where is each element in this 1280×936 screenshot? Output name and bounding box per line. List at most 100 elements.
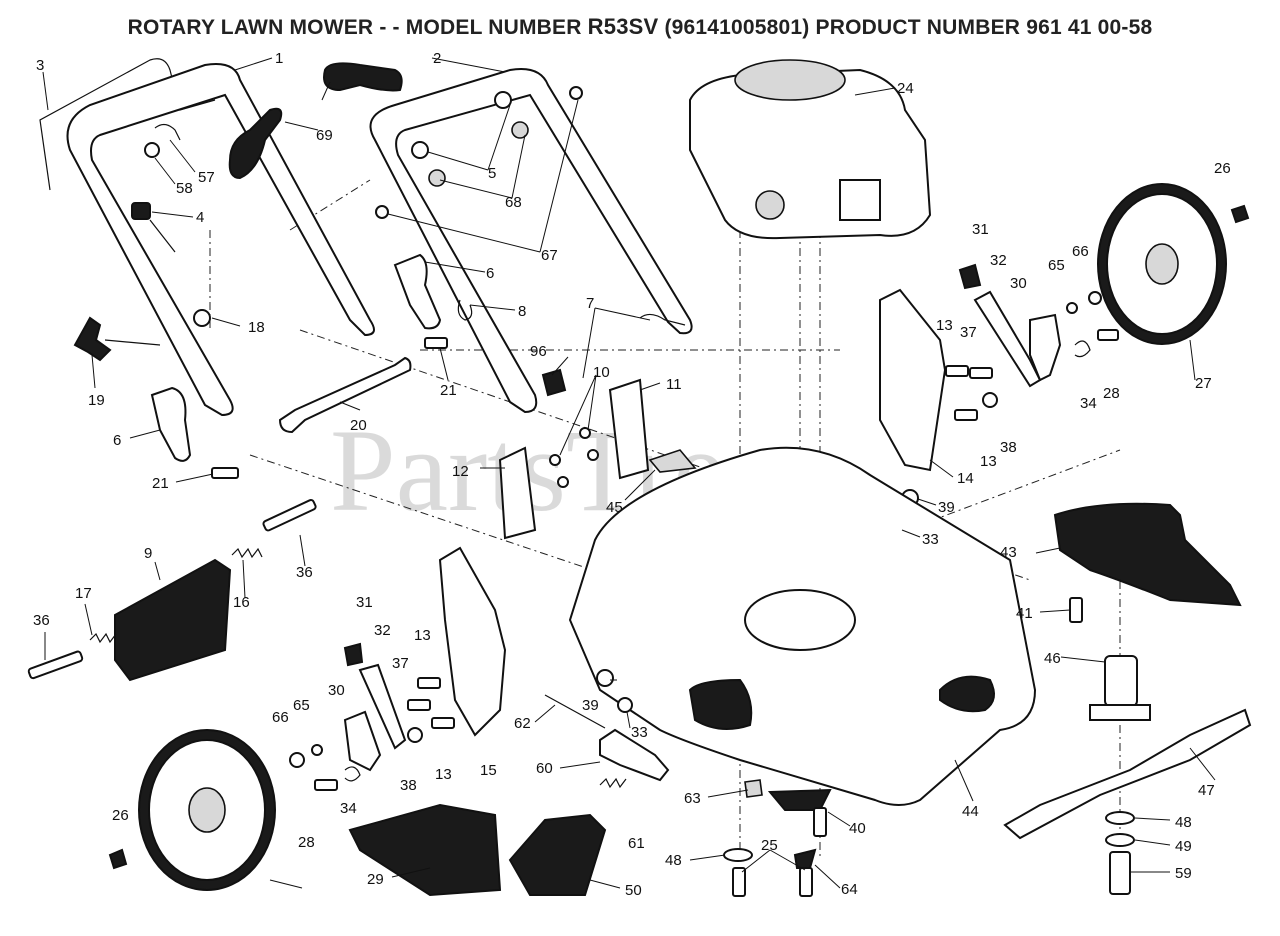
part-69-grip-upper — [323, 62, 403, 92]
part-7-pin — [639, 313, 686, 326]
callout-21-upper: 21 — [440, 382, 457, 399]
part-30-right-axle-bracket — [1029, 313, 1062, 382]
callout-61: 61 — [628, 835, 645, 852]
callout-49: 49 — [1175, 838, 1192, 855]
part-68-knob-a — [428, 169, 446, 187]
part-29-clip — [793, 848, 817, 869]
part-28-right-bolt — [1097, 329, 1119, 341]
callout-38-right: 38 — [1000, 439, 1017, 456]
callout-5: 5 — [488, 165, 496, 182]
part-14-right-bracket — [879, 288, 947, 472]
callout-39-left: 39 — [582, 697, 599, 714]
callout-31-right: 31 — [972, 221, 989, 238]
part-48-washer-left — [723, 848, 753, 862]
callout-20: 20 — [350, 417, 367, 434]
callout-60: 60 — [536, 760, 553, 777]
callout-11: 11 — [666, 376, 682, 393]
callout-66-right: 66 — [1072, 243, 1089, 260]
part-65-left-washer — [311, 744, 323, 756]
callout-36-lower: 36 — [33, 612, 50, 629]
callout-6-upper: 6 — [486, 265, 494, 282]
callout-32-right: 32 — [990, 252, 1007, 269]
part-26-left-nut — [108, 848, 128, 870]
part-6-knob-upper — [393, 253, 442, 330]
part-66-right-washer — [1088, 291, 1102, 305]
part-13-bolt-upper-right — [945, 365, 969, 377]
part-11-height-plate — [608, 378, 650, 480]
callout-29: 64 — [841, 881, 858, 898]
part-13-bolt-lower-left — [431, 717, 455, 729]
part-27-left-wheel — [138, 729, 276, 891]
part-24-engine — [689, 59, 932, 240]
part-45-diamond — [648, 449, 697, 473]
callout-40: 40 — [849, 820, 866, 837]
callout-31-left: 31 — [356, 594, 373, 611]
part-31-left-cap — [343, 642, 364, 667]
callout-13-lower-right: 13 — [980, 453, 997, 470]
part-3-wire-handle — [39, 58, 216, 191]
part-9-rear-flap — [114, 558, 232, 682]
part-61-spring — [599, 777, 627, 789]
title-suffix: (96141005801) PRODUCT NUMBER 961 41 00-5… — [664, 16, 1153, 39]
callout-1: 1 — [275, 50, 283, 67]
part-4-cable-clip — [131, 202, 151, 220]
part-16-spring — [231, 547, 263, 559]
part-13-bolt-upper-left — [417, 677, 441, 689]
callout-38-left: 38 — [400, 777, 417, 794]
callout-28-left: 28 — [298, 834, 315, 851]
callout-34-right: 34 — [1080, 395, 1097, 412]
part-50-blade-bolt — [1109, 851, 1131, 895]
callout-27-right: 27 — [1195, 375, 1212, 392]
part-18-spacer — [193, 309, 211, 327]
part-19-knob — [73, 316, 112, 362]
part-21-bolt-lower — [211, 467, 239, 479]
part-8-cable — [457, 299, 473, 321]
callout-13-upper-right: 13 — [936, 317, 953, 334]
part-2-upper-handle — [369, 68, 693, 414]
part-27-right-wheel — [1097, 183, 1227, 345]
part-66-left-washer — [289, 752, 305, 768]
part-34-left-clip — [344, 766, 361, 782]
callout-44: 44 — [962, 803, 979, 820]
part-43-baffle — [1053, 502, 1242, 607]
part-13-bolt-lower-right — [954, 409, 978, 421]
callout-30-right: 30 — [1010, 275, 1027, 292]
callout-50: 59 — [1175, 865, 1192, 882]
callout-24: 24 — [897, 80, 914, 97]
callout-21-lower: 21 — [152, 475, 169, 492]
deck-engine-opening — [744, 589, 856, 651]
callout-2: 2 — [433, 50, 441, 67]
part-59-mulch-plug — [348, 803, 502, 897]
callout-15: 15 — [480, 762, 497, 779]
part-39-nut-left — [596, 669, 614, 687]
part-67-bolt-a — [375, 205, 389, 219]
leader-lines — [42, 57, 1216, 889]
callout-68: 68 — [505, 194, 522, 211]
part-28-left-bolt — [314, 779, 338, 791]
callout-34-left: 34 — [340, 800, 357, 817]
callout-57: 57 — [198, 169, 215, 186]
part-26-right-nut — [1230, 204, 1250, 224]
callout-26-right: 26 — [1214, 160, 1231, 177]
callout-6-lower: 6 — [113, 432, 121, 449]
part-38-spacer-right — [982, 392, 998, 408]
callout-3: 3 — [36, 57, 44, 74]
callout-9: 9 — [144, 545, 152, 562]
callout-33-left: 33 — [631, 724, 648, 741]
callout-13-lower-left: 13 — [435, 766, 452, 783]
callout-58: 58 — [176, 180, 193, 197]
callout-13-upper-left: 13 — [414, 627, 431, 644]
part-48-washer-right — [1105, 811, 1135, 825]
part-46-blade-adapter — [1089, 655, 1151, 721]
part-36-rod-upper — [262, 499, 317, 532]
callout-28-right: 28 — [1103, 385, 1120, 402]
diagram-title: ROTARY LAWN MOWER - - MODEL NUMBER R53SV… — [0, 14, 1280, 40]
part-5-washer-b — [494, 91, 512, 109]
callout-4: 4 — [196, 209, 204, 226]
callout-41: 41 — [1016, 605, 1033, 622]
callout-26-left: 26 — [112, 807, 129, 824]
part-65-right-washer — [1066, 302, 1078, 314]
callout-65-left: 65 — [293, 697, 310, 714]
part-68-knob-b — [511, 121, 529, 139]
